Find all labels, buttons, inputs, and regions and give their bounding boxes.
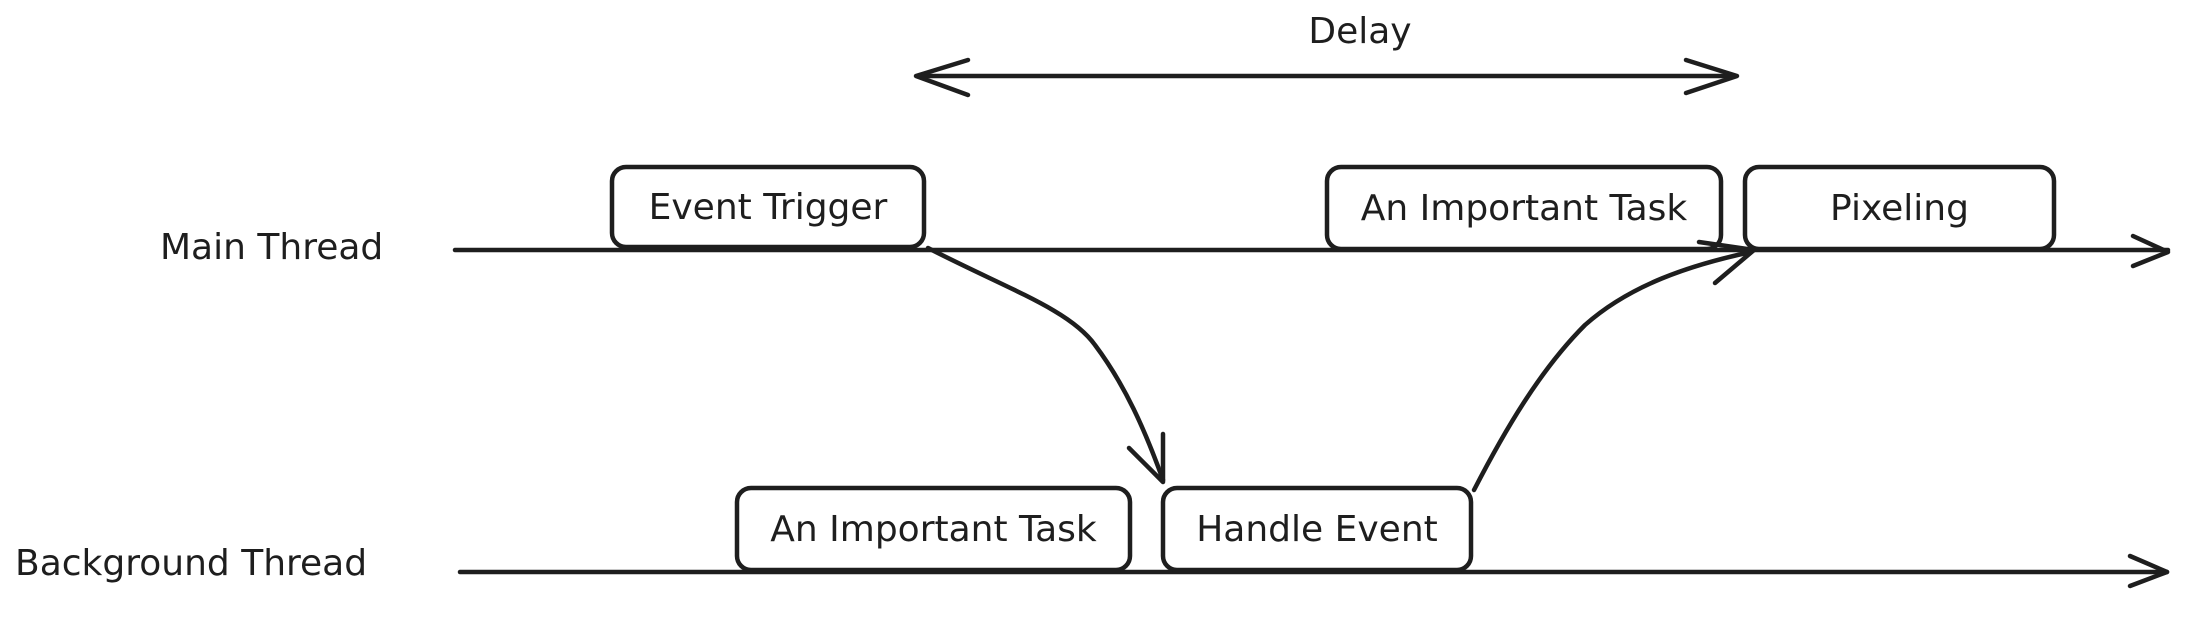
background-thread-label: Background Thread: [15, 543, 368, 584]
dispatch-arrow: [925, 245, 1166, 485]
handle-event-box: [1160, 485, 1474, 573]
event-trigger-label: Event Trigger: [648, 186, 888, 228]
delay-arrow: [913, 57, 1740, 98]
event-trigger-box: [609, 164, 927, 250]
delay-label: Delay: [1308, 11, 1412, 52]
main-important-task-label: An Important Task: [1360, 187, 1688, 229]
handle-event-label: Handle Event: [1196, 508, 1438, 550]
main-thread-label: Main Thread: [160, 227, 384, 268]
result-arrow: [1471, 239, 1757, 493]
pixeling-label: Pixeling: [1830, 187, 1969, 229]
background-important-task-box: [734, 485, 1133, 573]
main-important-task-box: [1324, 164, 1724, 252]
background-important-task-label: An Important Task: [770, 508, 1097, 550]
pixeling-box: [1742, 164, 2057, 252]
